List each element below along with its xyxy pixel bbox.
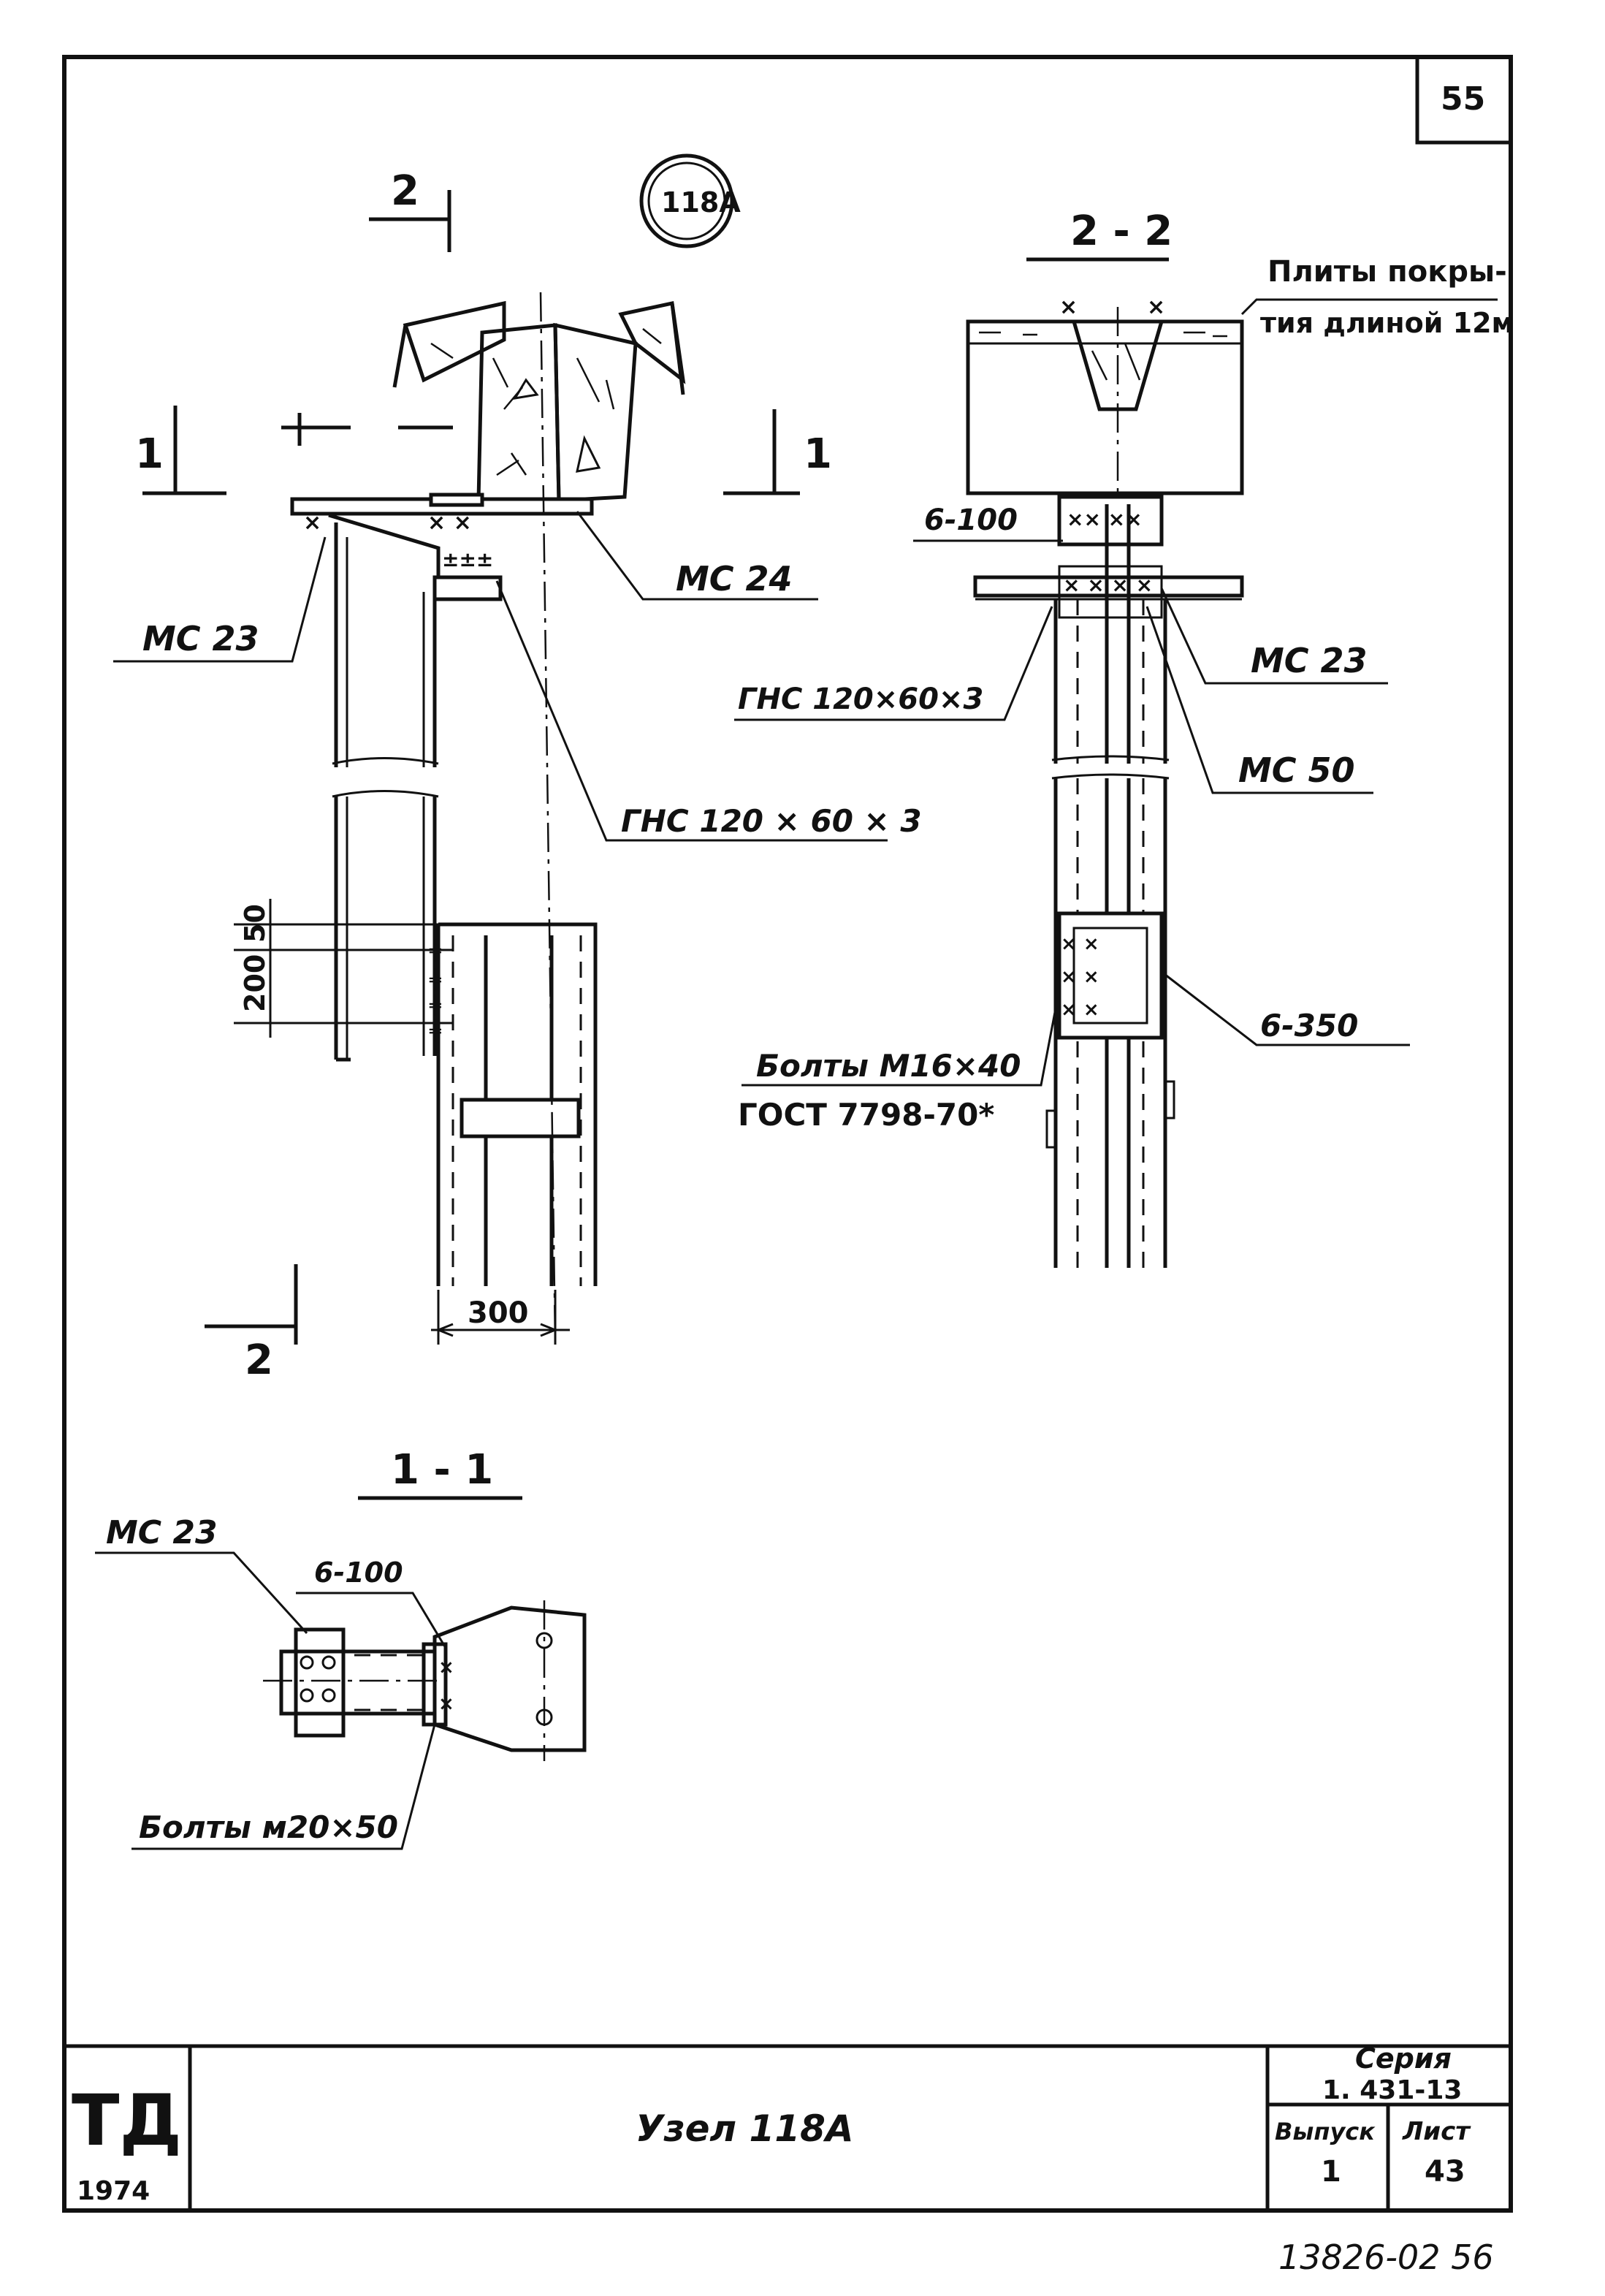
svg-text:× ×: × × — [1061, 933, 1099, 955]
svg-text:× ×: × × — [1061, 966, 1099, 988]
section-mark-2-bottom-label: 2 — [245, 1337, 273, 1384]
section-mark-1-left-label: 1 — [135, 430, 164, 478]
logo: ТД 1974 — [72, 2080, 182, 2206]
left-column — [332, 522, 439, 1062]
svg-text:×: × — [438, 1657, 454, 1679]
svg-text:×: × — [303, 510, 321, 536]
label-6-100-top: 6-100 — [924, 503, 1018, 537]
vertical-dimensions: 50 200 — [234, 899, 453, 1038]
svg-text:±±±: ±±± — [442, 547, 493, 571]
dim-50: 50 — [239, 904, 271, 943]
section-1-1: 1 - 1 × × МС 23 6-100 Болты м20×50 — [95, 1446, 587, 1850]
sheet-label: Лист — [1402, 2117, 1471, 2146]
svg-text:╪: ╪ — [429, 994, 441, 1017]
svg-text:×: × — [1147, 294, 1165, 320]
footer-code: 13826-02 56 — [1278, 2238, 1494, 2277]
node-badge-label: 118А — [661, 186, 741, 218]
series-label: Серия — [1355, 2042, 1452, 2075]
sheet-border — [62, 55, 1513, 2213]
logo-letters: ТД — [72, 2080, 182, 2162]
svg-text:× ×: × × — [427, 510, 472, 536]
svg-text:╪: ╪ — [429, 1019, 441, 1043]
svg-text:×: × — [1059, 294, 1078, 320]
section-mark-2-top-label: 2 — [391, 167, 419, 215]
series-value: 1. 431-13 — [1322, 2075, 1462, 2105]
section-mark-2-bottom: 2 — [205, 1264, 298, 1384]
main-view: 2 1 1 — [113, 167, 922, 1384]
issue-value: 1 — [1321, 2155, 1341, 2189]
label-mc23-bottom: МС 23 — [106, 1514, 218, 1551]
title-block: ТД 1974 Узел 118А Серия 1. 431-13 Выпуск… — [64, 2042, 1511, 2211]
svg-text:×× ××: ×× ×× — [1067, 507, 1143, 531]
section-mark-1-right: 1 — [723, 409, 832, 495]
section-1-1-title: 1 - 1 — [391, 1446, 493, 1494]
label-bolts-m16-line2: ГОСТ 7798-70* — [738, 1097, 994, 1133]
dim-200: 200 — [239, 954, 271, 1012]
label-ghs-right: ГНС 120×60×3 — [738, 683, 983, 716]
section-mark-1-right-label: 1 — [804, 430, 832, 478]
label-ghs-left: ГНС 120 × 60 × 3 — [621, 803, 922, 839]
dim-300-group: 300 — [431, 1290, 570, 1345]
section-2-2: 2 - 2 × × ×× ×× × × × × — [734, 208, 1514, 1268]
issue-label: Выпуск — [1275, 2118, 1376, 2145]
sheet-number-box: 55 — [1415, 57, 1511, 145]
label-bolts-m16-line1: Болты М16×40 — [756, 1048, 1021, 1084]
label-mc23-left: МС 23 — [142, 619, 259, 658]
sheet-number: 55 — [1441, 80, 1485, 118]
label-mc23-right: МС 23 — [1251, 641, 1368, 680]
sheet-value: 43 — [1425, 2155, 1465, 2189]
logo-year: 1974 — [77, 2176, 150, 2206]
svg-text:╪: ╪ — [429, 968, 441, 992]
node-badge: 118А — [639, 153, 741, 248]
label-6-350: 6-350 — [1260, 1008, 1358, 1044]
label-bolts-m20: Болты м20×50 — [139, 1809, 398, 1845]
lower-column: ╪ ╪ ╪ ╪ — [429, 922, 598, 1286]
label-plates-line2: тия длиной 12м — [1260, 307, 1514, 339]
svg-text:×: × — [438, 1693, 454, 1715]
section-mark-2-top: 2 — [369, 167, 451, 252]
label-mc50: МС 50 — [1238, 750, 1355, 790]
section-mark-1-left: 1 — [135, 406, 226, 495]
label-plates-line1: Плиты покры- — [1267, 255, 1507, 289]
section-2-2-title: 2 - 2 — [1070, 208, 1173, 255]
label-6-100-bottom: 6-100 — [314, 1556, 403, 1589]
roof-beams — [392, 300, 686, 503]
drawing-title: Узел 118А — [636, 2107, 854, 2150]
label-mc24: МС 24 — [676, 559, 793, 598]
dim-300: 300 — [468, 1296, 529, 1330]
svg-text:× ×: × × — [1061, 999, 1099, 1021]
